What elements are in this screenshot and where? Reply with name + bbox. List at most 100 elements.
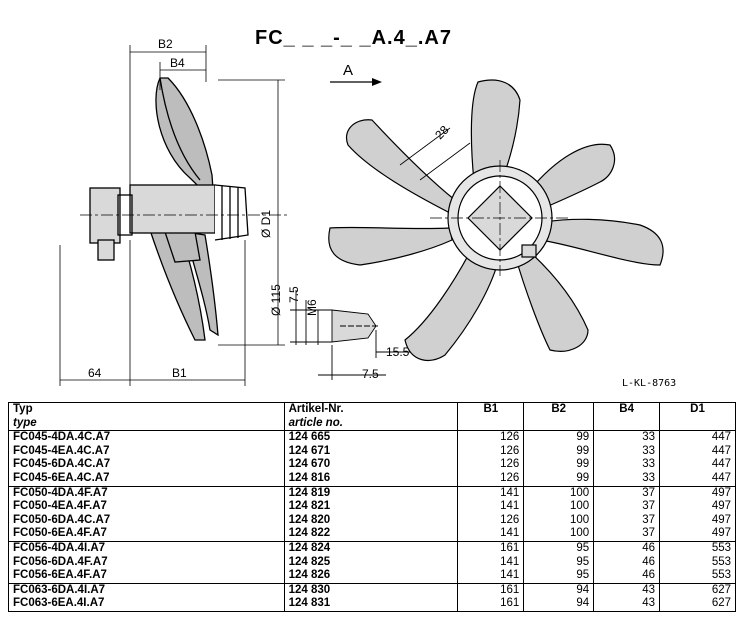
cell-type: FC063-6DA.4I.A7 — [8, 583, 285, 598]
cell-article: 124 830 — [283, 583, 459, 598]
cell-d1: 447 — [659, 471, 736, 487]
cell-b4: 33 — [593, 471, 661, 487]
cell-d1: 497 — [659, 500, 736, 514]
direction-label: A — [343, 62, 353, 79]
cell-b1: 126 — [457, 513, 525, 528]
cell-b1: 126 — [457, 430, 525, 445]
cell-b1: 141 — [457, 500, 525, 514]
cell-type: FC045-4DA.4C.A7 — [8, 430, 285, 445]
dim-b2-label: B2 — [158, 37, 173, 51]
cell-type: FC063-6EA.4I.A7 — [8, 597, 285, 612]
cell-b4: 43 — [593, 597, 661, 612]
cell-b1: 141 — [457, 569, 525, 584]
cell-article: 124 825 — [283, 555, 459, 570]
cell-b2: 99 — [523, 471, 595, 487]
cell-b2: 99 — [523, 430, 595, 445]
cell-b2: 100 — [523, 486, 595, 501]
cell-b1: 126 — [457, 458, 525, 472]
cell-b4: 46 — [593, 555, 661, 570]
cell-b4: 33 — [593, 430, 661, 445]
cell-b4: 33 — [593, 444, 661, 459]
cell-type: FC056-6EA.4F.A7 — [8, 569, 285, 584]
dim-7-5b-label: 7.5 — [362, 367, 379, 381]
spec-table: Typ Artikel-Nr. B1 B2 B4 D1 type article… — [8, 402, 736, 612]
cell-b2: 100 — [523, 513, 595, 528]
technical-drawing: FC_ _ _-_ _A.4_.A7 B2 B4 64 B1 Ø D1 A — [59, 27, 676, 389]
header-article-en: article no. — [283, 416, 459, 432]
cell-type: FC056-4DA.4I.A7 — [8, 541, 285, 556]
cell-article: 124 671 — [283, 444, 459, 459]
cell-b4: 37 — [593, 527, 661, 542]
header-type: Typ — [8, 402, 285, 417]
side-dimensions — [59, 45, 285, 386]
cell-b4: 46 — [593, 541, 661, 556]
cell-type: FC050-4EA.4F.A7 — [8, 500, 285, 514]
cell-article: 124 821 — [283, 500, 459, 514]
header-b2: B2 — [523, 402, 595, 417]
cell-article: 124 670 — [283, 458, 459, 472]
cell-b1: 161 — [457, 583, 525, 598]
cell-d1: 497 — [659, 527, 736, 542]
cell-b2: 100 — [523, 500, 595, 514]
cell-d1: 553 — [659, 555, 736, 570]
cell-article: 124 819 — [283, 486, 459, 501]
cell-type: FC045-6DA.4C.A7 — [8, 458, 285, 472]
cell-b1: 161 — [457, 541, 525, 556]
cell-b2: 95 — [523, 569, 595, 584]
dim-b1-label: B1 — [172, 366, 187, 380]
cell-b4: 33 — [593, 458, 661, 472]
dim-64-label: 64 — [88, 366, 102, 380]
dim-b4-label: B4 — [170, 56, 185, 70]
cell-b2: 99 — [523, 458, 595, 472]
cell-b4: 37 — [593, 486, 661, 501]
header-d1: D1 — [659, 402, 736, 417]
cell-b1: 141 — [457, 527, 525, 542]
cell-article: 124 822 — [283, 527, 459, 542]
cell-b2: 94 — [523, 583, 595, 598]
cell-b1: 141 — [457, 486, 525, 501]
cell-b2: 94 — [523, 597, 595, 612]
cell-d1: 497 — [659, 513, 736, 528]
cell-type: FC056-6DA.4F.A7 — [8, 555, 285, 570]
cell-d1: 627 — [659, 583, 736, 598]
fan-front-view — [328, 79, 664, 362]
cell-b2: 95 — [523, 555, 595, 570]
cell-b1: 126 — [457, 444, 525, 459]
dim-dia115-label: Ø 115 — [269, 284, 283, 316]
cell-article: 124 831 — [283, 597, 459, 612]
cell-d1: 553 — [659, 541, 736, 556]
cell-b1: 161 — [457, 597, 525, 612]
header-type-en: type — [8, 416, 285, 432]
cell-type: FC050-6DA.4C.A7 — [8, 513, 285, 528]
cell-type: FC050-4DA.4F.A7 — [8, 486, 285, 501]
dim-m6-label: M6 — [305, 299, 319, 316]
cell-d1: 447 — [659, 458, 736, 472]
header-b1: B1 — [457, 402, 525, 417]
cell-article: 124 824 — [283, 541, 459, 556]
cell-d1: 497 — [659, 486, 736, 501]
cell-b1: 126 — [457, 471, 525, 487]
cell-b2: 100 — [523, 527, 595, 542]
cell-d1: 627 — [659, 597, 736, 612]
dim-7-5-label: 7.5 — [287, 286, 301, 303]
cell-d1: 447 — [659, 444, 736, 459]
header-article: Artikel-Nr. — [283, 402, 459, 417]
cell-b4: 43 — [593, 583, 661, 598]
cell-type: FC045-4EA.4C.A7 — [8, 444, 285, 459]
cell-b4: 37 — [593, 500, 661, 514]
cell-b1: 141 — [457, 555, 525, 570]
shaft-detail — [290, 290, 410, 380]
cell-type: FC050-6EA.4F.A7 — [8, 527, 285, 542]
